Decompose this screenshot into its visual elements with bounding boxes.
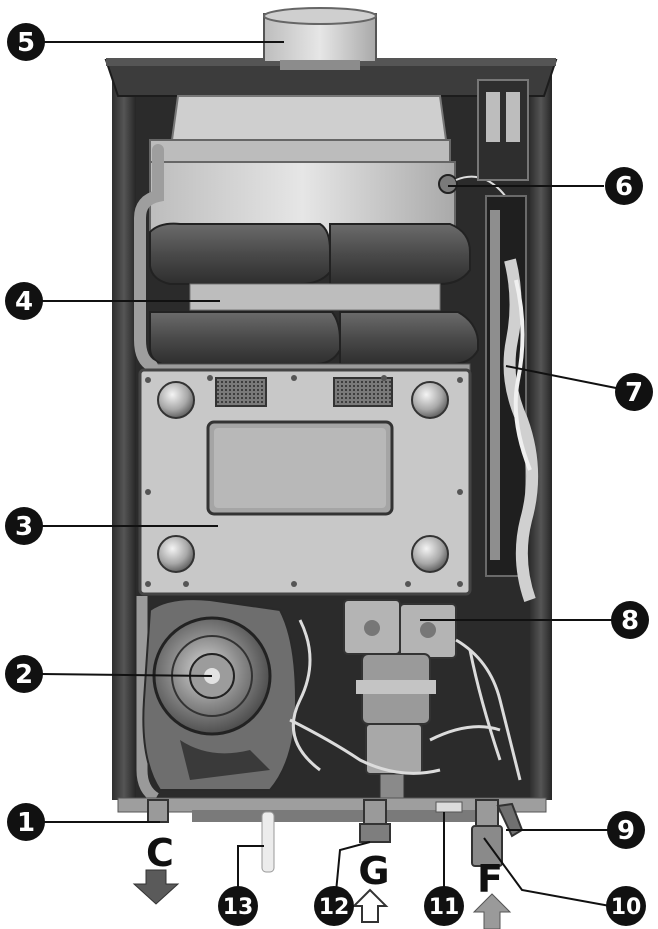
pressure-relief-fitting bbox=[435, 801, 463, 813]
smoke-hood bbox=[149, 95, 451, 163]
gas-inlet-fitting bbox=[359, 799, 391, 843]
callout-8-label: 8 bbox=[621, 606, 639, 636]
callout-12: 12 bbox=[314, 886, 354, 926]
callout-12-label: 12 bbox=[319, 895, 350, 920]
callout-6-label: 6 bbox=[615, 172, 633, 202]
gas-valve bbox=[343, 599, 457, 799]
condensate-drain-tube bbox=[261, 811, 275, 873]
callout-9: 9 bbox=[607, 811, 645, 849]
control-board bbox=[477, 79, 539, 602]
right-side-wall bbox=[530, 70, 552, 800]
callout-3: 3 bbox=[5, 507, 43, 545]
inlet-arrow-f bbox=[472, 893, 512, 929]
callout-6: 6 bbox=[605, 167, 643, 205]
callout-9-label: 9 bbox=[617, 816, 635, 846]
fan-motor bbox=[142, 598, 298, 791]
leader-line-2 bbox=[41, 673, 213, 677]
cold-water-inlet-fitting bbox=[471, 799, 503, 867]
leader-line-7 bbox=[505, 365, 627, 391]
left-side-wall bbox=[112, 70, 136, 800]
leader-line-10 bbox=[483, 837, 611, 907]
callout-4-label: 4 bbox=[15, 287, 33, 317]
callouts: 1 2 3 4 5 6 7 8 bbox=[5, 23, 653, 926]
callout-13-label: 13 bbox=[223, 895, 254, 920]
callout-2: 2 bbox=[5, 655, 43, 693]
callout-5-label: 5 bbox=[17, 28, 35, 58]
callout-2-label: 2 bbox=[15, 660, 33, 690]
flow-arrows bbox=[132, 869, 512, 929]
port-label-f: F bbox=[477, 857, 503, 901]
port-label-c: C bbox=[146, 831, 174, 875]
leader-line-12 bbox=[335, 841, 371, 893]
callout-7: 7 bbox=[615, 373, 653, 411]
callout-13: 13 bbox=[218, 886, 258, 926]
left-water-pipe bbox=[134, 144, 164, 803]
callout-10-label: 10 bbox=[611, 895, 642, 920]
callout-3-label: 3 bbox=[15, 512, 33, 542]
callout-11: 11 bbox=[424, 886, 464, 926]
combustion-chamber-cover bbox=[138, 368, 472, 596]
callout-7-label: 7 bbox=[625, 378, 643, 408]
wiring bbox=[289, 619, 522, 781]
callout-10: 10 bbox=[606, 886, 646, 926]
inlet-arrow-g bbox=[351, 888, 389, 923]
flue-outlet bbox=[263, 7, 377, 70]
port-label-g: G bbox=[358, 849, 389, 893]
callout-8: 8 bbox=[611, 601, 649, 639]
leader-lines bbox=[41, 41, 627, 907]
callout-1-label: 1 bbox=[17, 808, 35, 838]
callout-4: 4 bbox=[5, 282, 43, 320]
callout-11-label: 11 bbox=[429, 895, 460, 920]
outlet-arrow-c bbox=[132, 869, 180, 905]
leader-line-13 bbox=[237, 845, 264, 892]
heat-exchanger bbox=[149, 161, 479, 381]
hot-water-outlet-fitting bbox=[147, 799, 169, 823]
port-labels: C G F bbox=[146, 831, 503, 901]
callout-1: 1 bbox=[7, 803, 45, 841]
callout-5: 5 bbox=[7, 23, 45, 61]
